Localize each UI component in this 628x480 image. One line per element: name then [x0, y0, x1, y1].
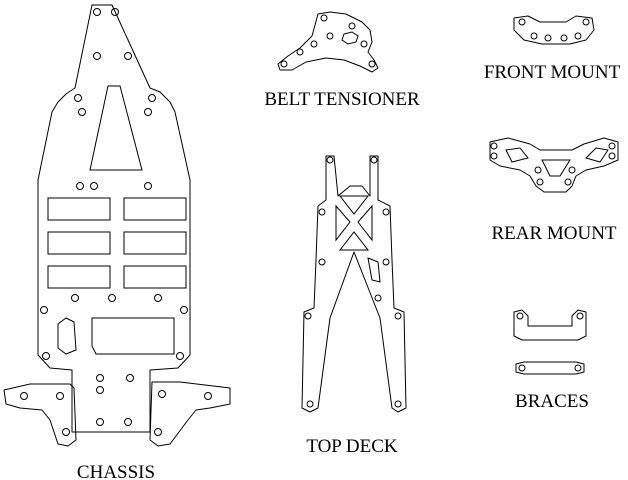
rear-mount-part: REAR MOUNT	[489, 137, 619, 244]
brace-upper-hole-right	[576, 312, 584, 320]
brace-lower	[515, 361, 585, 375]
top-deck-holes	[304, 156, 402, 408]
braces-part: BRACES	[513, 309, 589, 412]
chassis-motor-cutout	[91, 317, 175, 355]
top-deck-x-cutout-left	[335, 204, 351, 242]
chassis-slot-3	[47, 231, 111, 255]
chassis-label: CHASSIS	[77, 462, 155, 480]
belt-tensioner-label: BELT TENSIONER	[264, 89, 420, 110]
rear-mount-holes	[490, 142, 616, 186]
front-mount-label: FRONT MOUNT	[484, 62, 621, 83]
chassis-small-cutout	[57, 317, 77, 355]
chassis-slot-2	[123, 197, 187, 221]
braces-label: BRACES	[515, 391, 589, 412]
top-deck-x-cutout-top	[338, 195, 370, 215]
top-deck-x-cutout-right	[357, 204, 373, 242]
brace-upper-hole-left	[516, 312, 524, 320]
belt-tensioner-outline	[277, 11, 379, 73]
top-deck-side-slot	[367, 257, 381, 283]
chassis-left-pod	[3, 383, 77, 447]
chassis-slot-6	[123, 265, 187, 289]
belt-tensioner-holes	[280, 14, 376, 68]
rear-mount-outline	[489, 137, 619, 193]
top-deck-x-cutout-bottom	[338, 231, 370, 251]
top-deck-label: TOP DECK	[306, 436, 398, 457]
front-mount-part: FRONT MOUNT	[484, 15, 621, 83]
chassis-slot-4	[123, 231, 187, 255]
top-deck-outline	[301, 155, 407, 413]
belt-tensioner-part: BELT TENSIONER	[264, 11, 420, 110]
brace-upper	[513, 309, 587, 341]
chassis-right-pod	[149, 381, 231, 447]
chassis-holes	[20, 8, 212, 436]
front-mount-holes	[518, 18, 590, 42]
brace-lower-hole-left	[518, 364, 526, 372]
front-mount-outline	[513, 15, 595, 45]
rear-mount-label: REAR MOUNT	[491, 223, 616, 244]
chassis-slot-5	[47, 265, 111, 289]
chassis-triangle-window	[89, 85, 143, 171]
chassis-outline	[37, 4, 191, 433]
brace-lower-hole-right	[574, 364, 582, 372]
top-deck-part: TOP DECK	[301, 155, 407, 457]
chassis-slot-1	[47, 197, 111, 221]
rear-mount-center-cutout	[541, 159, 571, 177]
chassis-part: CHASSIS	[3, 4, 231, 480]
